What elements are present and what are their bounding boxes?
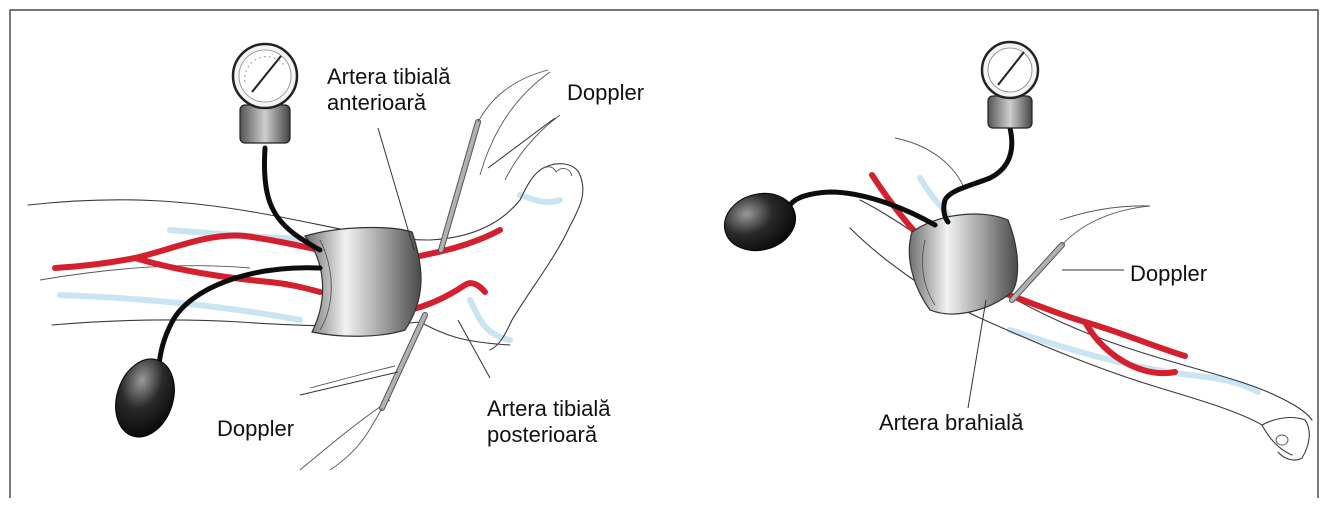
arm-doppler-label: Doppler: [1127, 261, 1210, 287]
femoral-artery: [55, 258, 135, 268]
thumb-outline: [1276, 435, 1288, 445]
posterior-artery-label-line1: Artera tibială: [487, 396, 611, 422]
arm-illustration: [718, 42, 1312, 460]
arm-outline-shoulder: [895, 138, 1150, 220]
leg-outline-bottom: [52, 320, 510, 345]
anterior-tibial-artery-label: Artera tibială anterioară: [324, 64, 454, 116]
arm-bulb-hose: [790, 192, 935, 225]
other-leg-outline: [480, 72, 560, 180]
figure-frame: [10, 10, 1318, 498]
leg-artery-lower-branch: [135, 258, 320, 292]
leg-pressure-gauge: [233, 44, 297, 143]
anterior-tibial-artery: [410, 230, 500, 258]
leg-doppler-probe-bottom: [330, 315, 425, 470]
arm-gauge-hose: [944, 128, 1012, 222]
posterior-artery-label-line2: posterioară: [487, 422, 611, 448]
toe-outline: [538, 167, 572, 176]
leg-doppler-top-label: Doppler: [564, 80, 647, 106]
brachial-artery-label: Artera brahială: [876, 410, 1026, 436]
arm-cuff: [909, 214, 1017, 314]
posterior-tibial-artery-label: Artera tibială posterioară: [484, 396, 614, 448]
arm-pressure-gauge: [982, 42, 1038, 128]
leg-doppler-bottom-pointer: [300, 372, 398, 395]
leg-doppler-top-pointer: [488, 118, 555, 168]
leg-doppler-bottom-label: Doppler: [214, 416, 297, 442]
foot-outline: [490, 164, 583, 350]
hand-outline: [1262, 418, 1309, 460]
anterior-artery-label-line1: Artera tibială: [327, 64, 451, 90]
leg-cuff: [305, 227, 421, 336]
arm-inflation-bulb: [718, 186, 802, 259]
leg-doppler-probe-top: [441, 70, 548, 250]
anterior-artery-label-line2: anterioară: [327, 90, 451, 116]
leg-inflation-bulb: [106, 351, 184, 444]
lower-leg-outline: [300, 366, 395, 470]
brachial-artery: [995, 290, 1185, 356]
